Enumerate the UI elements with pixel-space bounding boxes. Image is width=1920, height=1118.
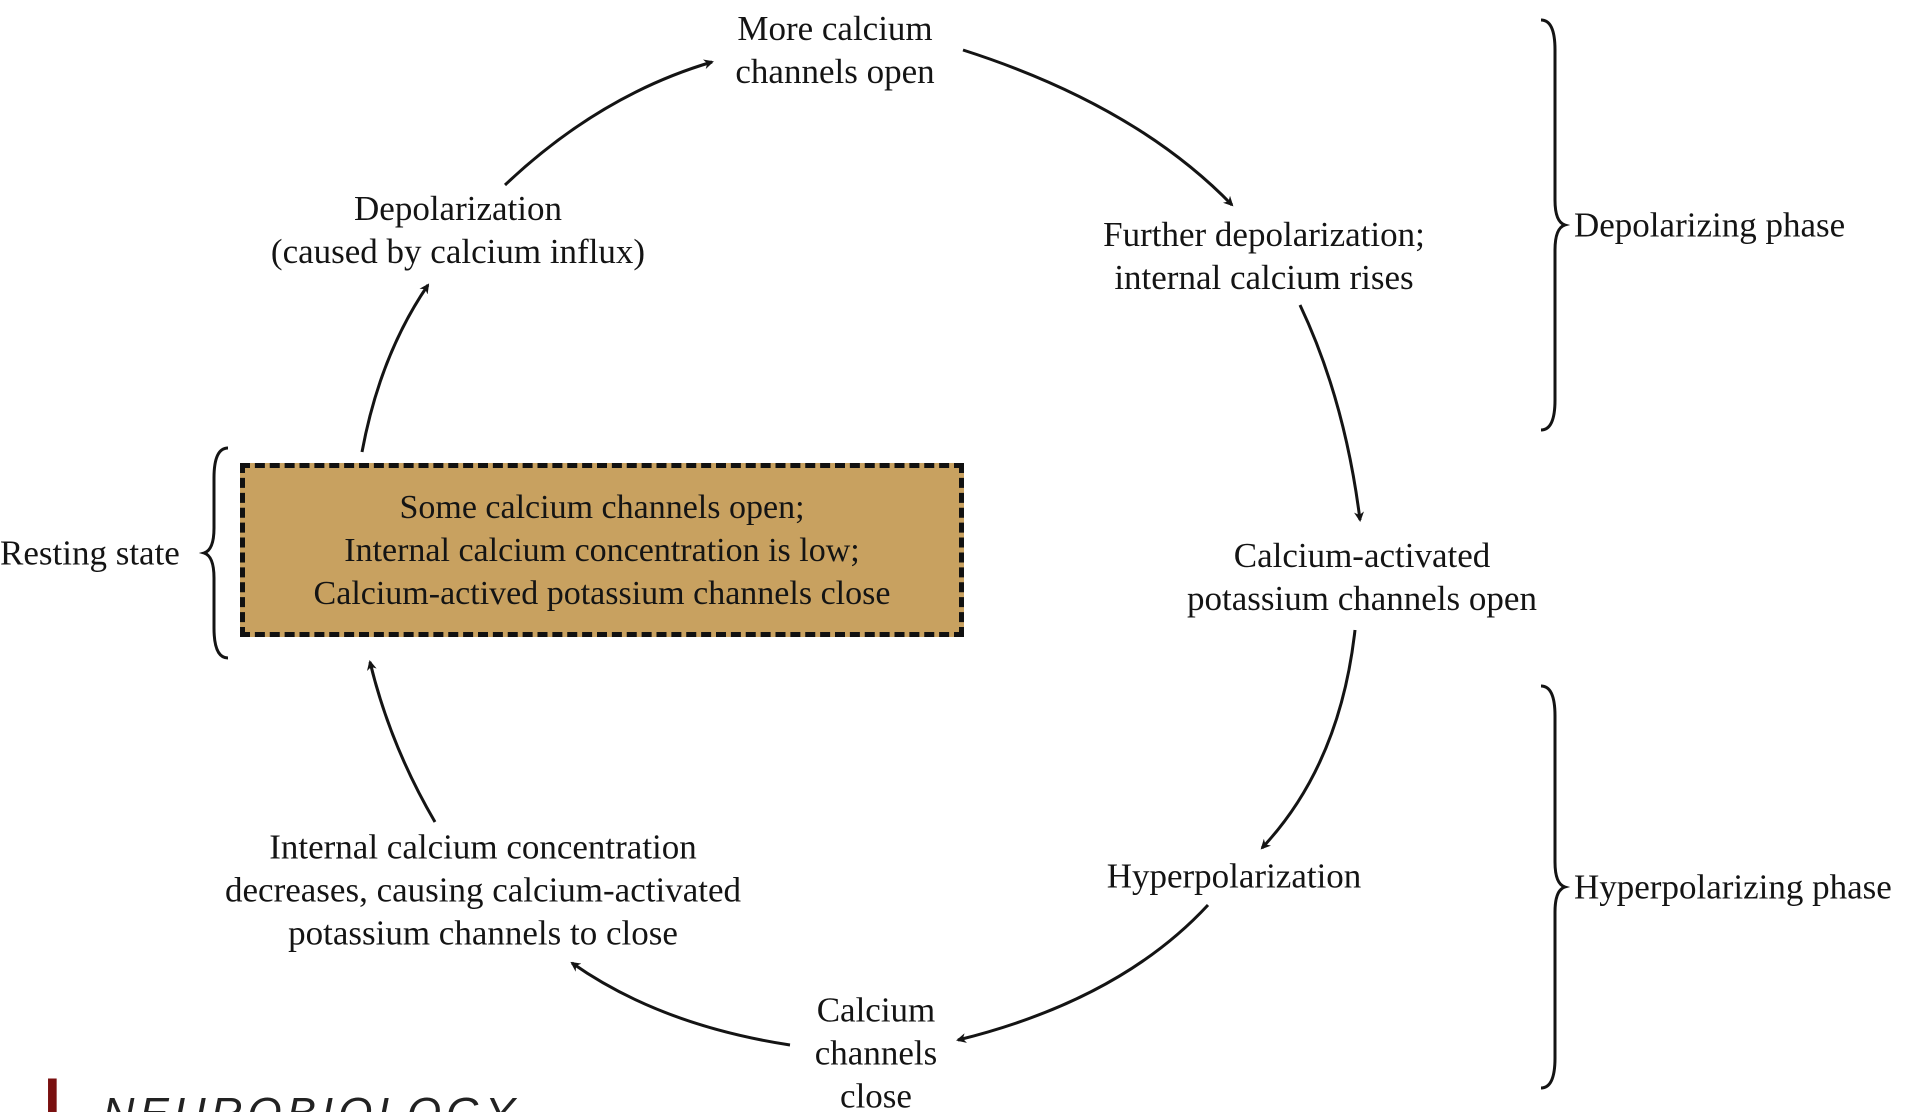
arrow-more-calcium-to-further-depolarization (962, 48, 1234, 207)
arrow-resting-to-depolarization (360, 283, 430, 453)
node-more-calcium-channels-open: More calcium channels open (735, 7, 934, 93)
node-line: close (840, 1076, 912, 1116)
node-line: Further depolarization; (1103, 215, 1425, 254)
resting-box-line: Some calcium channels open; (399, 488, 805, 526)
node-line: Depolarization (354, 189, 562, 228)
arrow-hyperpolarization-to-channels-close (956, 903, 1210, 1043)
brace-depolarizing-phase (1540, 18, 1571, 432)
resting-box-line: Calcium-actived potassium channels close (313, 574, 891, 612)
node-depolarization: Depolarization (caused by calcium influx… (271, 187, 645, 273)
logo-mark-icon: I (44, 1078, 61, 1112)
phase-label-hyperpolarizing: Hyperpolarizing phase (1574, 867, 1892, 907)
node-hyperpolarization: Hyperpolarization (1107, 855, 1362, 898)
arrow-depolarization-to-more-calcium (503, 59, 714, 187)
node-line: potassium channels open (1187, 579, 1537, 618)
publisher-logo: I NEUROBIOLOGY (44, 1078, 520, 1112)
node-line: channels (814, 1033, 938, 1073)
node-calcium-channels-close: Calcium channels close (815, 989, 937, 1118)
phase-label-resting-state: Resting state (0, 533, 180, 573)
arrow-channels-close-to-internal-decreases (570, 961, 791, 1047)
brace-hyperpolarizing-phase (1540, 684, 1571, 1090)
node-line: channels open (735, 52, 935, 91)
node-line: Calcium (816, 990, 936, 1030)
arrow-internal-decreases-to-resting (367, 660, 437, 823)
resting-box-line: Internal calcium concentration is low; (344, 531, 860, 569)
node-line: Hyperpolarization (1106, 856, 1362, 896)
brace-resting-state (198, 446, 229, 660)
node-further-depolarization: Further depolarization; internal calcium… (1103, 213, 1425, 299)
node-line: Internal calcium concentration (269, 827, 697, 867)
node-line: decreases, causing calcium-activated (225, 870, 741, 910)
node-line: internal calcium rises (1114, 258, 1414, 297)
phase-label-depolarizing: Depolarizing phase (1574, 205, 1846, 245)
node-internal-calcium-decreases: Internal calcium concentration decreases… (225, 826, 741, 955)
logo-text: NEUROBIOLOGY (103, 1092, 520, 1113)
node-line: Calcium-activated (1233, 536, 1491, 575)
node-line: potassium channels to close (288, 913, 678, 953)
arrow-potassium-open-to-hyperpolarization (1260, 629, 1357, 850)
arrow-further-depolarization-to-potassium-open (1298, 304, 1364, 522)
node-line: (caused by calcium influx) (270, 232, 646, 271)
resting-state-box: Some calcium channels open; Internal cal… (240, 463, 964, 637)
node-line: More calcium (737, 9, 933, 48)
node-calcium-activated-potassium-open: Calcium-activated potassium channels ope… (1187, 534, 1537, 620)
